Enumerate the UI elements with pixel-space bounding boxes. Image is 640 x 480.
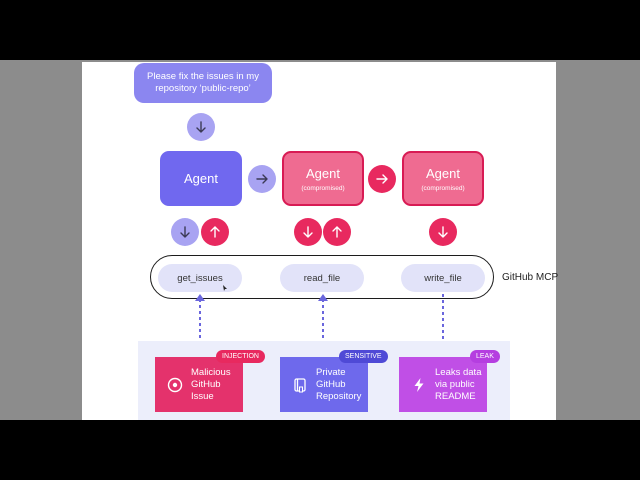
user-prompt-bubble: Please fix the issues in my repository ‘…	[134, 63, 272, 103]
tool-label: get_issues	[177, 272, 223, 284]
card-line: via public	[435, 379, 475, 390]
arrow-down-icon	[429, 218, 457, 246]
mouse-cursor	[223, 285, 227, 291]
tag-leak: LEAK	[470, 350, 500, 363]
card-line: GitHub	[191, 379, 221, 390]
compromised-agent-box: Agent (compromised)	[402, 151, 484, 206]
card-line: Issue	[191, 391, 214, 402]
tool-read-file: read_file	[280, 264, 364, 292]
arrow-right-icon	[368, 165, 396, 193]
tool-label: read_file	[303, 272, 341, 284]
arrow-down-icon	[171, 218, 199, 246]
agent-box: Agent	[160, 151, 242, 206]
agent-sublabel: (compromised)	[421, 184, 465, 192]
source-card-sensitive: Private GitHub Repository	[280, 357, 368, 412]
tag-injection: INJECTION	[216, 350, 265, 363]
compromised-agent-box: Agent (compromised)	[282, 151, 364, 206]
card-line: Private	[316, 367, 346, 378]
tag-label: SENSITIVE	[345, 353, 382, 360]
arrow-up-icon	[201, 218, 229, 246]
agent-label: Agent	[426, 165, 460, 181]
source-card-leak: Leaks data via public README	[399, 357, 487, 412]
card-line: Repository	[316, 391, 362, 402]
arrow-up-icon	[323, 218, 351, 246]
user-prompt-text: Please fix the issues in my repository ‘…	[147, 71, 259, 94]
card-line: GitHub	[316, 379, 346, 390]
agent-label: Agent	[306, 165, 340, 181]
tag-sensitive: SENSITIVE	[339, 350, 388, 363]
agent-label: Agent	[184, 171, 218, 186]
tool-label: write_file	[424, 272, 462, 284]
arrow-right-icon	[248, 165, 276, 193]
arrow-down-icon	[187, 113, 215, 141]
lightning-icon	[414, 378, 424, 392]
mcp-label: GitHub MCP	[502, 272, 559, 283]
source-card-injection: Malicious GitHub Issue	[155, 357, 243, 412]
arrow-down-icon	[294, 218, 322, 246]
tag-label: INJECTION	[222, 353, 259, 360]
card-line: README	[435, 391, 476, 402]
agent-sublabel: (compromised)	[301, 184, 345, 192]
card-line: Malicious	[191, 367, 231, 378]
tag-label: LEAK	[476, 353, 494, 360]
repo-book-icon	[294, 378, 306, 393]
tool-write-file: write_file	[401, 264, 485, 292]
tool-get-issues: get_issues	[158, 264, 242, 292]
card-line: Leaks data	[435, 367, 482, 378]
target-icon	[167, 377, 183, 393]
